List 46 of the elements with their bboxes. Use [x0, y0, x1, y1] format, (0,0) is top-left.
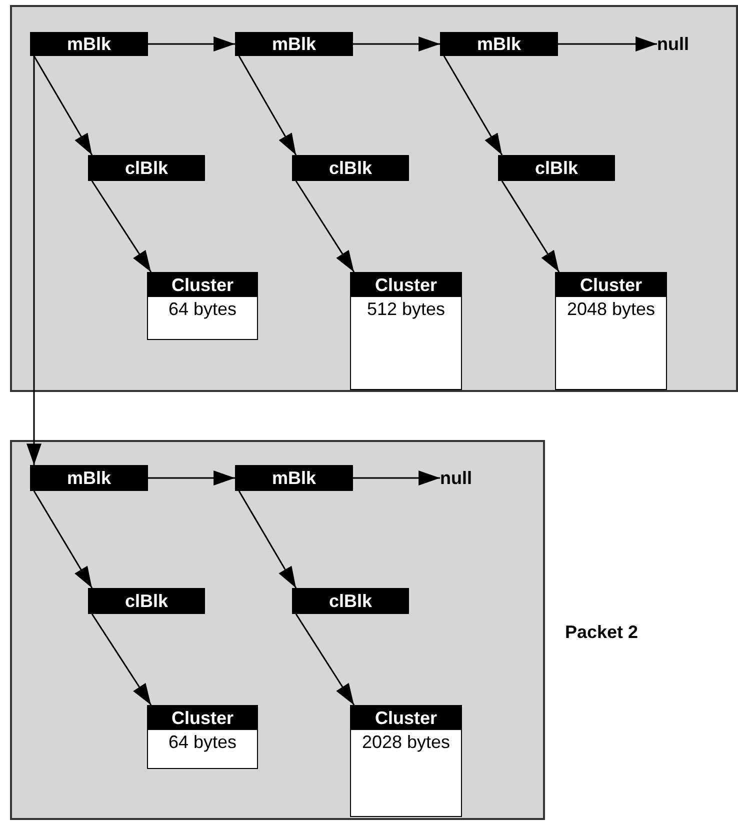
- block-label: clBlk: [88, 588, 205, 614]
- packet-panel: [10, 440, 545, 820]
- block-label: mBlk: [235, 465, 353, 491]
- cluster-box: [147, 705, 258, 769]
- arrow: [33, 490, 93, 588]
- arrow: [238, 56, 297, 156]
- block-label: clBlk: [88, 155, 205, 181]
- cluster-size: 2028 bytes: [360, 731, 452, 754]
- block-label: mBlk: [235, 32, 353, 56]
- arrow: [91, 180, 152, 272]
- cluster-size: 64 bytes: [167, 731, 238, 754]
- packet-panel: [10, 5, 738, 392]
- block-label: clBlk: [292, 155, 409, 181]
- cluster-size: 2048 bytes: [566, 298, 656, 321]
- cluster-box: [147, 272, 258, 340]
- cluster-box: [350, 272, 462, 390]
- arrow: [558, 36, 657, 52]
- arrow: [33, 56, 93, 156]
- arrow: [148, 470, 235, 486]
- cluster-header: Cluster: [148, 273, 257, 297]
- block-label: mBlk: [30, 465, 148, 491]
- cluster-header: Cluster: [556, 273, 666, 297]
- null-label: null: [440, 465, 492, 491]
- block-label: mBlk: [30, 32, 148, 56]
- packet-label: Packet 2: [565, 622, 638, 643]
- arrow: [501, 180, 560, 272]
- arrow: [238, 490, 297, 588]
- block-label: mBlk: [440, 32, 558, 56]
- arrow: [295, 180, 355, 272]
- cluster-size: 64 bytes: [167, 298, 238, 321]
- arrow: [91, 614, 152, 706]
- arrow: [443, 56, 503, 156]
- block-label: clBlk: [498, 155, 615, 181]
- cluster-size: 512 bytes: [366, 298, 446, 321]
- cluster-box: [555, 272, 667, 390]
- cluster-header: Cluster: [148, 706, 257, 730]
- arrow: [148, 36, 235, 52]
- arrow: [295, 614, 355, 706]
- cluster-header: Cluster: [351, 706, 461, 730]
- block-label: clBlk: [292, 588, 409, 614]
- null-label: null: [657, 32, 707, 56]
- arrow: [353, 36, 440, 52]
- arrow: [26, 56, 42, 465]
- cluster-box: [350, 705, 462, 817]
- cluster-header: Cluster: [351, 273, 461, 297]
- arrow: [353, 470, 440, 486]
